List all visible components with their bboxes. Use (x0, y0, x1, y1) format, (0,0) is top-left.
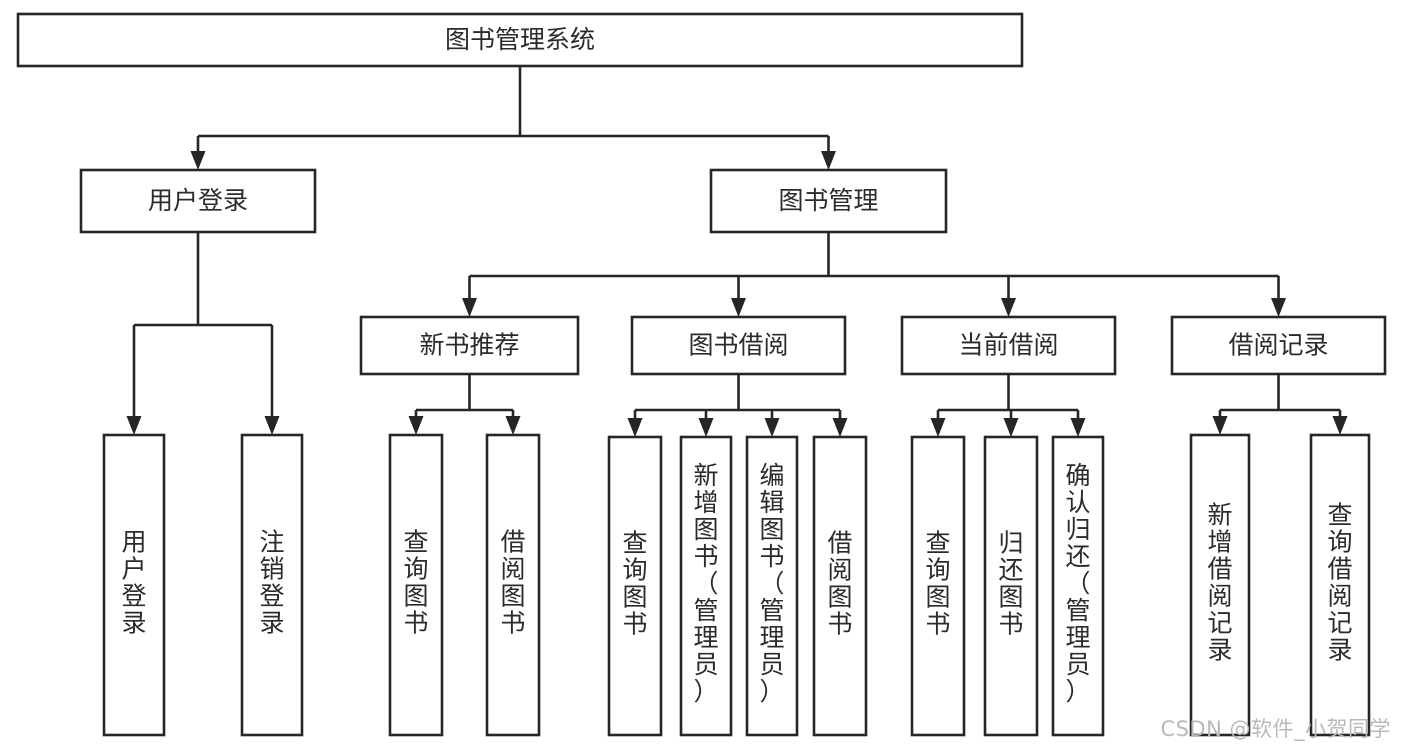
node-label: 新书推荐 (419, 331, 519, 360)
node-leaf-新增借阅记录[interactable]: 新增借阅记录 (1189, 433, 1251, 737)
arrow-head-grp-0-0 (408, 416, 424, 435)
node-leaf-查询借阅记录[interactable]: 查询借阅记录 (1309, 433, 1371, 737)
arrow-head-grp-0-1 (505, 416, 521, 435)
node-label: 查询图书 (403, 528, 428, 638)
node-box (607, 435, 663, 737)
node-leaf-确认归还管理员[interactable]: 确认归还（管理员） (1051, 435, 1105, 737)
node-box (679, 435, 733, 737)
node-l3-当前借阅[interactable]: 当前借阅 (900, 315, 1117, 376)
node-box (1170, 315, 1387, 376)
arrow-head-grp-1-2 (764, 418, 780, 437)
arrow-head-grp-1-0 (627, 418, 643, 437)
node-box (1189, 433, 1251, 737)
arrow-head-grp-1-3 (832, 418, 848, 437)
node-label: 注销登录 (259, 528, 284, 638)
arrow-head-book-mgmt-2 (1001, 298, 1016, 317)
node-l3-图书借阅[interactable]: 图书借阅 (630, 315, 847, 376)
node-box (709, 168, 948, 234)
node-box (910, 435, 966, 737)
node-l3-借阅记录[interactable]: 借阅记录 (1170, 315, 1387, 376)
node-root-图书管理系统[interactable]: 图书管理系统 (16, 12, 1024, 68)
node-box (102, 433, 166, 737)
node-box (1309, 433, 1371, 737)
node-box (485, 433, 541, 737)
arrow-head-user-login-1 (264, 416, 280, 435)
node-label: 新增借阅记录 (1207, 501, 1232, 665)
node-l2-用户登录[interactable]: 用户登录 (79, 168, 317, 234)
node-label: 确认归还（管理员） (1065, 461, 1090, 706)
node-l2-图书管理[interactable]: 图书管理 (709, 168, 948, 234)
arrow-head-user-login-0 (126, 416, 142, 435)
node-leaf-查询图书[interactable]: 查询图书 (607, 435, 663, 737)
node-label: 图书管理 (778, 186, 878, 215)
node-leaf-编辑图书管理员[interactable]: 编辑图书（管理员） (745, 435, 799, 737)
node-label: 查询借阅记录 (1327, 501, 1352, 665)
node-label: 查询图书 (925, 529, 950, 639)
arrow-head-grp-2-0 (930, 418, 946, 437)
node-leaf-注销登录[interactable]: 注销登录 (240, 433, 304, 737)
arrow-head-book-mgmt-0 (462, 298, 477, 317)
node-label: 归还图书 (998, 529, 1023, 639)
node-label: 当前借阅 (958, 331, 1058, 360)
connectors-layer (126, 66, 1348, 437)
node-box (388, 433, 444, 737)
node-box (812, 435, 868, 737)
node-label: 用户登录 (148, 186, 248, 215)
node-box (359, 315, 580, 376)
node-box (240, 433, 304, 737)
node-leaf-归还图书[interactable]: 归还图书 (983, 435, 1039, 737)
node-label: 借阅图书 (500, 528, 525, 638)
node-l3-新书推荐[interactable]: 新书推荐 (359, 315, 580, 376)
node-leaf-查询图书[interactable]: 查询图书 (388, 433, 444, 737)
node-leaf-查询图书[interactable]: 查询图书 (910, 435, 966, 737)
nodes-layer: 图书管理系统用户登录图书管理用户登录注销登录新书推荐查询图书借阅图书图书借阅查询… (16, 12, 1387, 737)
node-label: 查询图书 (622, 529, 647, 639)
arrow-head-root-0 (190, 151, 206, 170)
node-label: 新增图书（管理员） (693, 461, 718, 706)
csdn-watermark: CSDN @软件_小贺同学 (1160, 717, 1391, 741)
arrow-head-grp-3-1 (1332, 416, 1348, 435)
arrow-head-book-mgmt-1 (731, 298, 746, 317)
node-box (630, 315, 847, 376)
node-box (16, 12, 1024, 68)
node-label: 用户登录 (121, 528, 146, 638)
arrow-head-grp-2-2 (1070, 418, 1086, 437)
node-leaf-借阅图书[interactable]: 借阅图书 (812, 435, 868, 737)
node-label: 借阅图书 (827, 529, 852, 639)
node-leaf-借阅图书[interactable]: 借阅图书 (485, 433, 541, 737)
node-label: 编辑图书（管理员） (759, 461, 784, 706)
node-box (1051, 435, 1105, 737)
node-box (745, 435, 799, 737)
arrow-head-root-1 (821, 151, 836, 170)
node-leaf-用户登录[interactable]: 用户登录 (102, 433, 166, 737)
node-box (79, 168, 317, 234)
arrow-head-grp-1-1 (698, 418, 714, 437)
node-leaf-新增图书管理员[interactable]: 新增图书（管理员） (679, 435, 733, 737)
arrow-head-grp-2-1 (1003, 418, 1019, 437)
node-box (983, 435, 1039, 737)
node-box (900, 315, 1117, 376)
node-label: 借阅记录 (1228, 331, 1328, 360)
arrow-head-grp-3-0 (1212, 416, 1228, 435)
node-label: 图书借阅 (688, 331, 788, 360)
arrow-head-book-mgmt-3 (1271, 298, 1286, 317)
node-label: 图书管理系统 (445, 25, 595, 54)
